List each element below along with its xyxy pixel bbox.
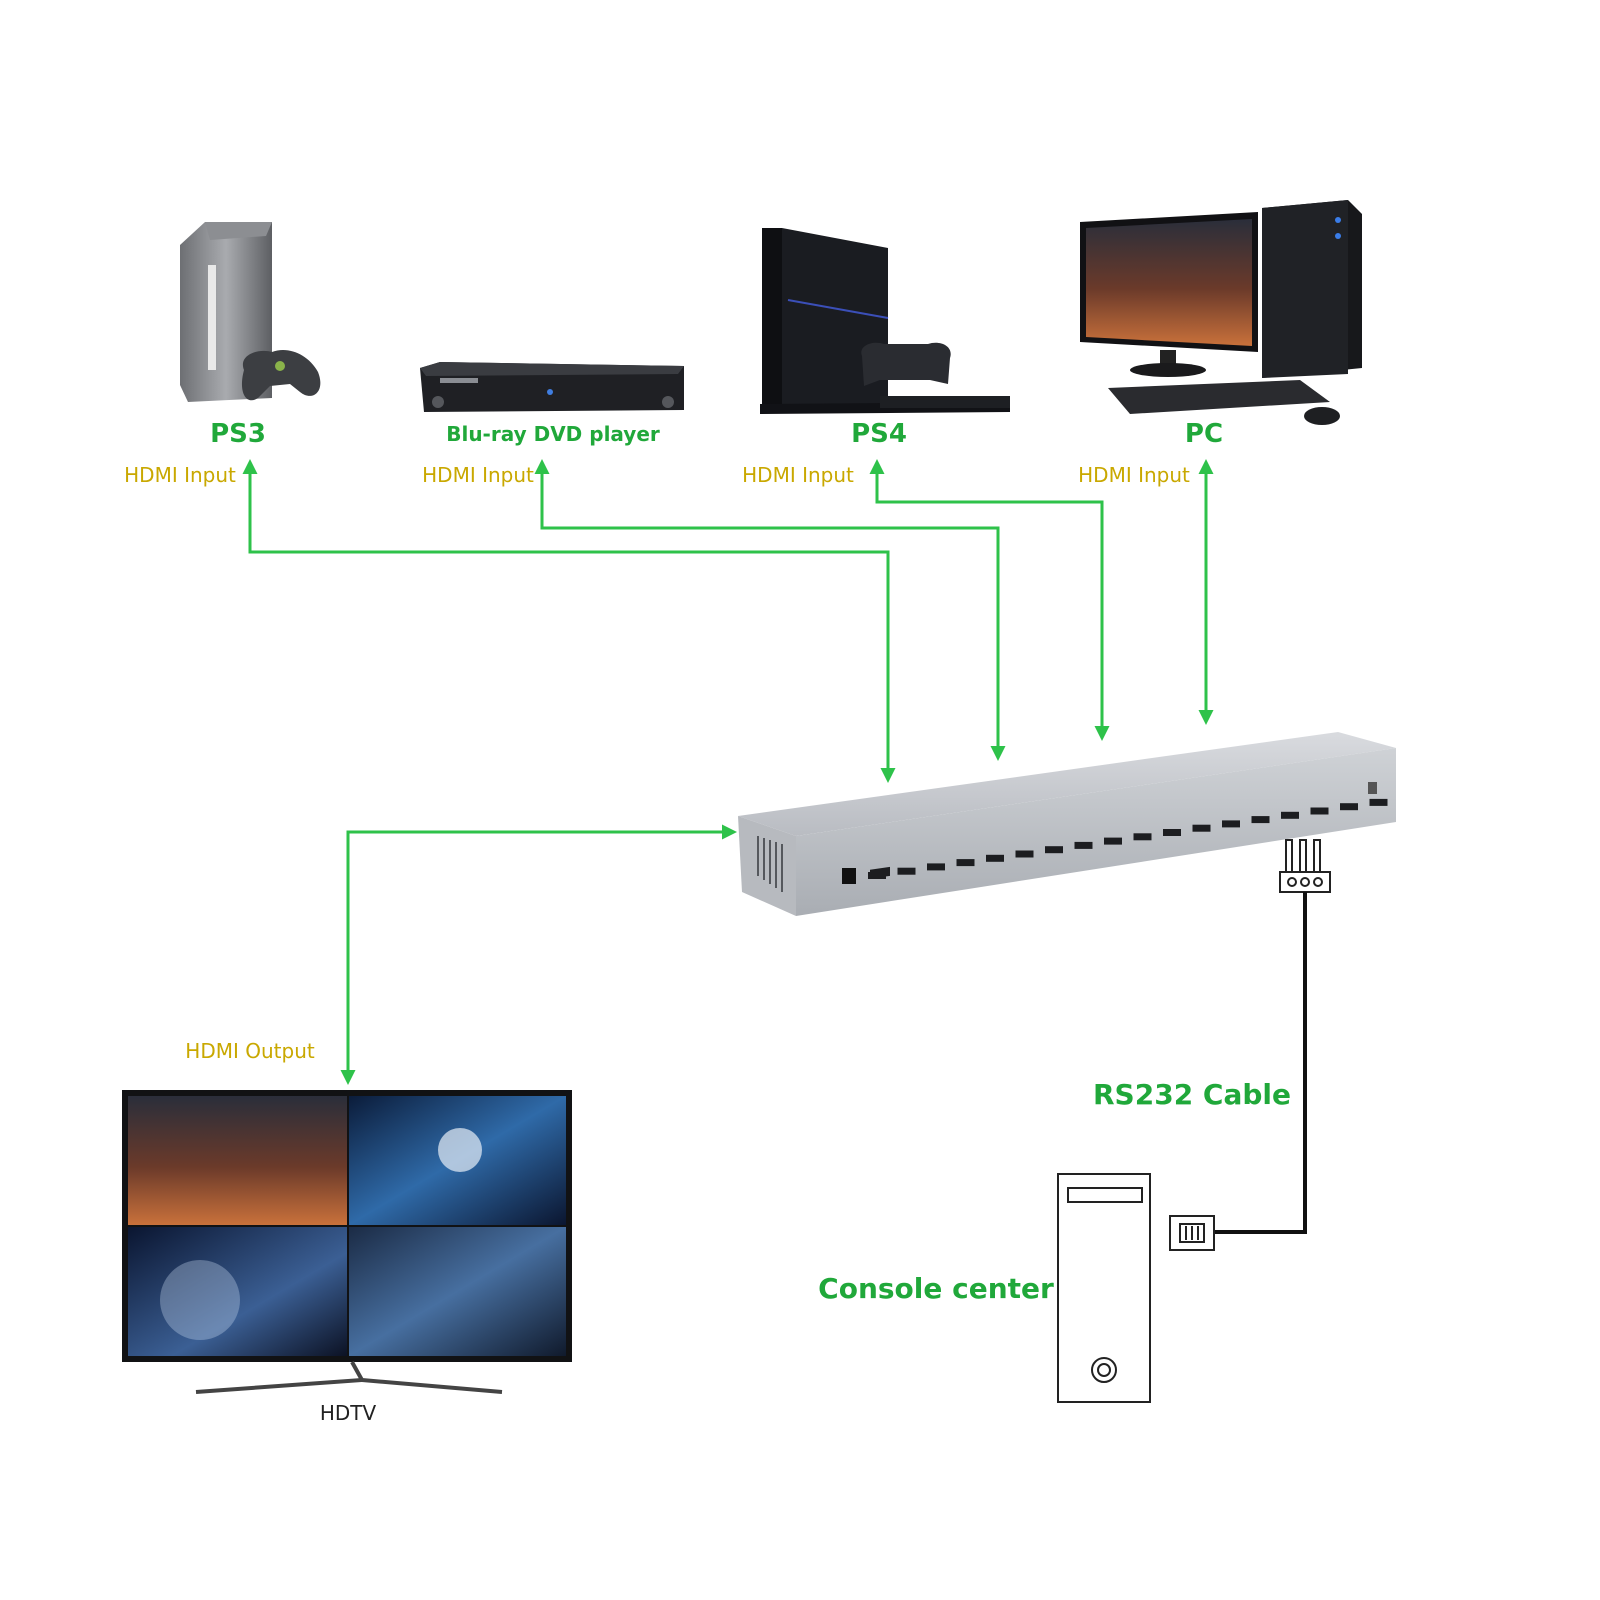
hdmi-port bbox=[1369, 798, 1388, 806]
hdmi-port bbox=[1133, 833, 1152, 841]
tv-quad-warrior bbox=[349, 1227, 566, 1356]
hdmi-port bbox=[1192, 824, 1211, 832]
hdmi-port bbox=[1310, 807, 1329, 815]
source-port-ps3: HDMI Input bbox=[124, 463, 236, 487]
bluray-player-icon bbox=[420, 362, 684, 412]
hdmi-port bbox=[927, 863, 945, 871]
hdmi-port bbox=[956, 859, 975, 867]
hdmi-port bbox=[1015, 850, 1034, 858]
game-console-icon bbox=[180, 222, 321, 402]
source-port-ps4: HDMI Input bbox=[742, 463, 854, 487]
tv-quad-space bbox=[128, 1227, 347, 1356]
console-center-computer-icon bbox=[1057, 1173, 1151, 1403]
hdmi-port bbox=[1074, 841, 1093, 849]
hdtv-label: HDTV bbox=[320, 1401, 377, 1425]
source-port-pc: HDMI Input bbox=[1078, 463, 1190, 487]
rs232-cable-label: RS232 Cable bbox=[1093, 1078, 1291, 1111]
wire-bluray-to-matrix bbox=[534, 459, 1006, 761]
hdmi-matrix-switcher bbox=[738, 732, 1396, 916]
rs232-cable bbox=[1214, 892, 1307, 1234]
hdmi-port bbox=[1251, 816, 1270, 824]
source-name-pc: PC bbox=[1185, 419, 1223, 449]
hdtv-icon bbox=[122, 1090, 572, 1394]
hdmi-port bbox=[1340, 803, 1358, 811]
hdmi-port bbox=[1104, 837, 1122, 845]
source-name-ps3: PS3 bbox=[210, 419, 266, 449]
hdmi-port bbox=[986, 854, 1004, 862]
desktop-pc-icon bbox=[1080, 200, 1362, 425]
wire-matrix-to-hdtv bbox=[340, 824, 737, 1085]
ps4-console-icon bbox=[760, 228, 1010, 414]
hdmi-port bbox=[1281, 811, 1299, 819]
db9-connector-icon bbox=[1169, 1215, 1215, 1251]
wire-ps3-to-matrix bbox=[242, 459, 896, 783]
hdmi-port bbox=[897, 867, 916, 875]
wire-ps4-to-matrix bbox=[869, 459, 1110, 741]
source-name-ps4: PS4 bbox=[851, 419, 907, 449]
tv-quad-basketball bbox=[128, 1096, 347, 1225]
rs232-terminal-icon bbox=[1279, 839, 1331, 893]
hdmi-port bbox=[1163, 829, 1181, 836]
source-port-bluray: HDMI Input bbox=[422, 463, 534, 487]
source-name-bluray: Blu-ray DVD player bbox=[446, 422, 660, 446]
hdmi-port bbox=[1222, 820, 1240, 828]
hdmi-port bbox=[1045, 846, 1063, 854]
console-center-label: Console center bbox=[818, 1272, 1054, 1305]
hdtv-port-label: HDMI Output bbox=[185, 1039, 315, 1063]
hdmi-port bbox=[868, 872, 886, 879]
